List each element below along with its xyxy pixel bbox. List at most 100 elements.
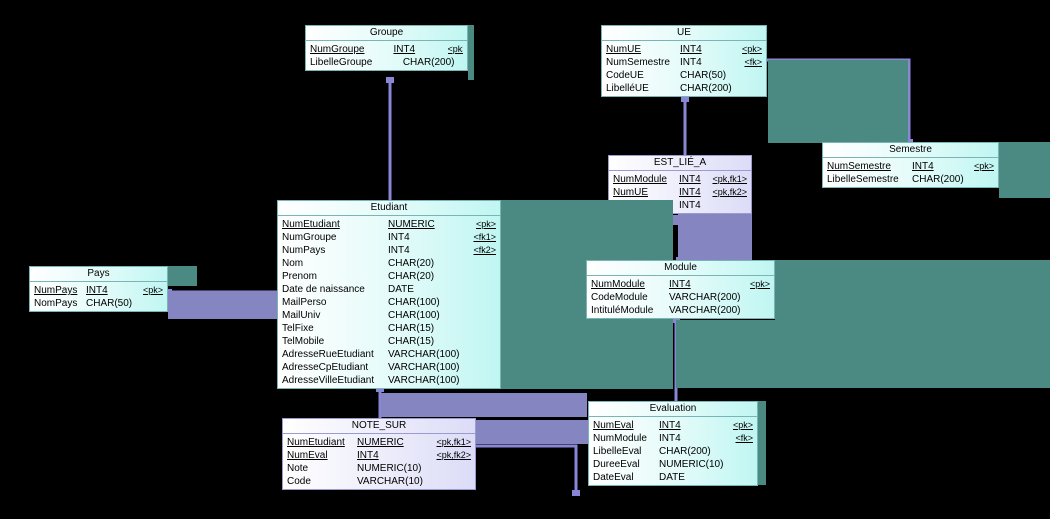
box-shadow [168, 266, 197, 286]
attribute-name: NumEtudiant [287, 437, 345, 448]
attribute-row: MailUniv CHAR(100) [282, 309, 496, 322]
attribute-type: DATE [659, 472, 685, 483]
attribute-type: INT4 [658, 420, 681, 431]
entity-title: UE [602, 26, 766, 41]
attribute-name: Nom [282, 258, 304, 269]
attribute-type: NUMERIC(10) [357, 463, 422, 474]
attribute-name: DureeEval [593, 459, 640, 470]
attribute-type: INT4 [669, 279, 691, 290]
box-shadow [775, 260, 1050, 320]
attribute-type: NUMERIC(10) [659, 459, 724, 470]
attribute-key: <pk> [973, 161, 994, 171]
attribute-key: <fk2> [473, 245, 496, 255]
attribute-type: INT4 [357, 450, 379, 461]
attribute-name: CodeModule [591, 292, 648, 303]
attribute-key: <pk,fk2> [712, 187, 747, 197]
attribute-type: CHAR(15) [388, 323, 435, 334]
attribute-row: AdresseCpEtudiant VARCHAR(100) [282, 361, 496, 374]
box-shadow [501, 200, 673, 255]
attribute-type: INT4 [911, 161, 934, 172]
box-shadow [676, 320, 1050, 388]
attribute-type: VARCHAR(200) [669, 292, 741, 303]
attribute-type: NUMERIC [357, 437, 404, 448]
attribute-type: CHAR(100) [388, 310, 440, 321]
attribute-type: CHAR(100) [388, 297, 440, 308]
link-end-marker [386, 77, 394, 83]
link-note_sur-evaluation [476, 444, 578, 493]
attribute-name: Prenom [282, 271, 318, 282]
attribute-row: NumUE INT4 <pk> [606, 43, 762, 56]
attribute-key: <fk> [735, 433, 753, 443]
entity-title: NOTE_SUR [283, 419, 475, 434]
attribute-name: NumPays [34, 285, 78, 296]
attribute-name: NumSemestre [606, 57, 670, 68]
attribute-type: CHAR(200) [912, 174, 964, 185]
attribute-type: CHAR(50) [86, 298, 133, 309]
box-shadow [468, 25, 474, 80]
entity-title: Groupe [306, 26, 467, 41]
attribute-type: CHAR(20) [388, 271, 435, 282]
entity-groupe[interactable]: GroupeNumGroupeINT4<pk>LibelleGroupeCHAR… [305, 25, 468, 71]
attribute-name: TelMobile [282, 336, 325, 347]
attribute-row: LibelléUE CHAR(200) [606, 82, 762, 95]
box-shadow [768, 60, 908, 143]
attribute-type: VARCHAR(100) [388, 362, 460, 373]
attribute-name: LibelléUE [606, 83, 649, 94]
attribute-row: NomPays CHAR(50) [34, 297, 163, 310]
attribute-name: DateEval [593, 472, 634, 483]
attribute-name: AdresseCpEtudiant [282, 362, 369, 373]
attribute-type: CHAR(50) [680, 70, 727, 81]
attribute-key: <pk> [475, 219, 496, 229]
link-end-marker [572, 490, 580, 496]
attribute-type: INT4 [679, 187, 701, 198]
box-shadow [999, 142, 1050, 198]
entity-title: Pays [30, 267, 167, 282]
attribute-key: <pk,fk2> [436, 450, 471, 460]
attribute-key: <pk> [732, 420, 753, 430]
attribute-type: VARCHAR(200) [669, 305, 741, 316]
entity-title: Semestre [823, 143, 998, 158]
box-shadow [758, 401, 766, 485]
attribute-name: MailUniv [282, 310, 321, 321]
entity-title: Etudiant [278, 201, 500, 216]
attribute-type: CHAR(200) [680, 83, 732, 94]
attribute-name: NomPays [34, 298, 78, 309]
attribute-type: INT4 [679, 200, 701, 211]
box-shadow [168, 291, 277, 319]
attribute-type: CHAR(20) [388, 258, 435, 269]
attribute-type: CHAR(15) [388, 336, 435, 347]
attribute-row: DateEval DATE [593, 471, 753, 484]
entity-title: EST_LIÉ_A [609, 156, 751, 171]
attribute-name: NumUE [606, 44, 642, 55]
attribute-type: CHAR(200) [402, 57, 455, 68]
attribute-name: AdresseRueEtudiant [282, 349, 374, 360]
link-end-marker [376, 386, 384, 392]
attribute-type: VARCHAR(100) [388, 375, 460, 386]
attribute-name: Date de naissance [282, 284, 365, 295]
attribute-type: INT4 [679, 44, 702, 55]
entity-title: Module [587, 261, 774, 276]
attribute-key: <pk> [741, 44, 762, 54]
attribute-key: <fk> [744, 57, 762, 67]
